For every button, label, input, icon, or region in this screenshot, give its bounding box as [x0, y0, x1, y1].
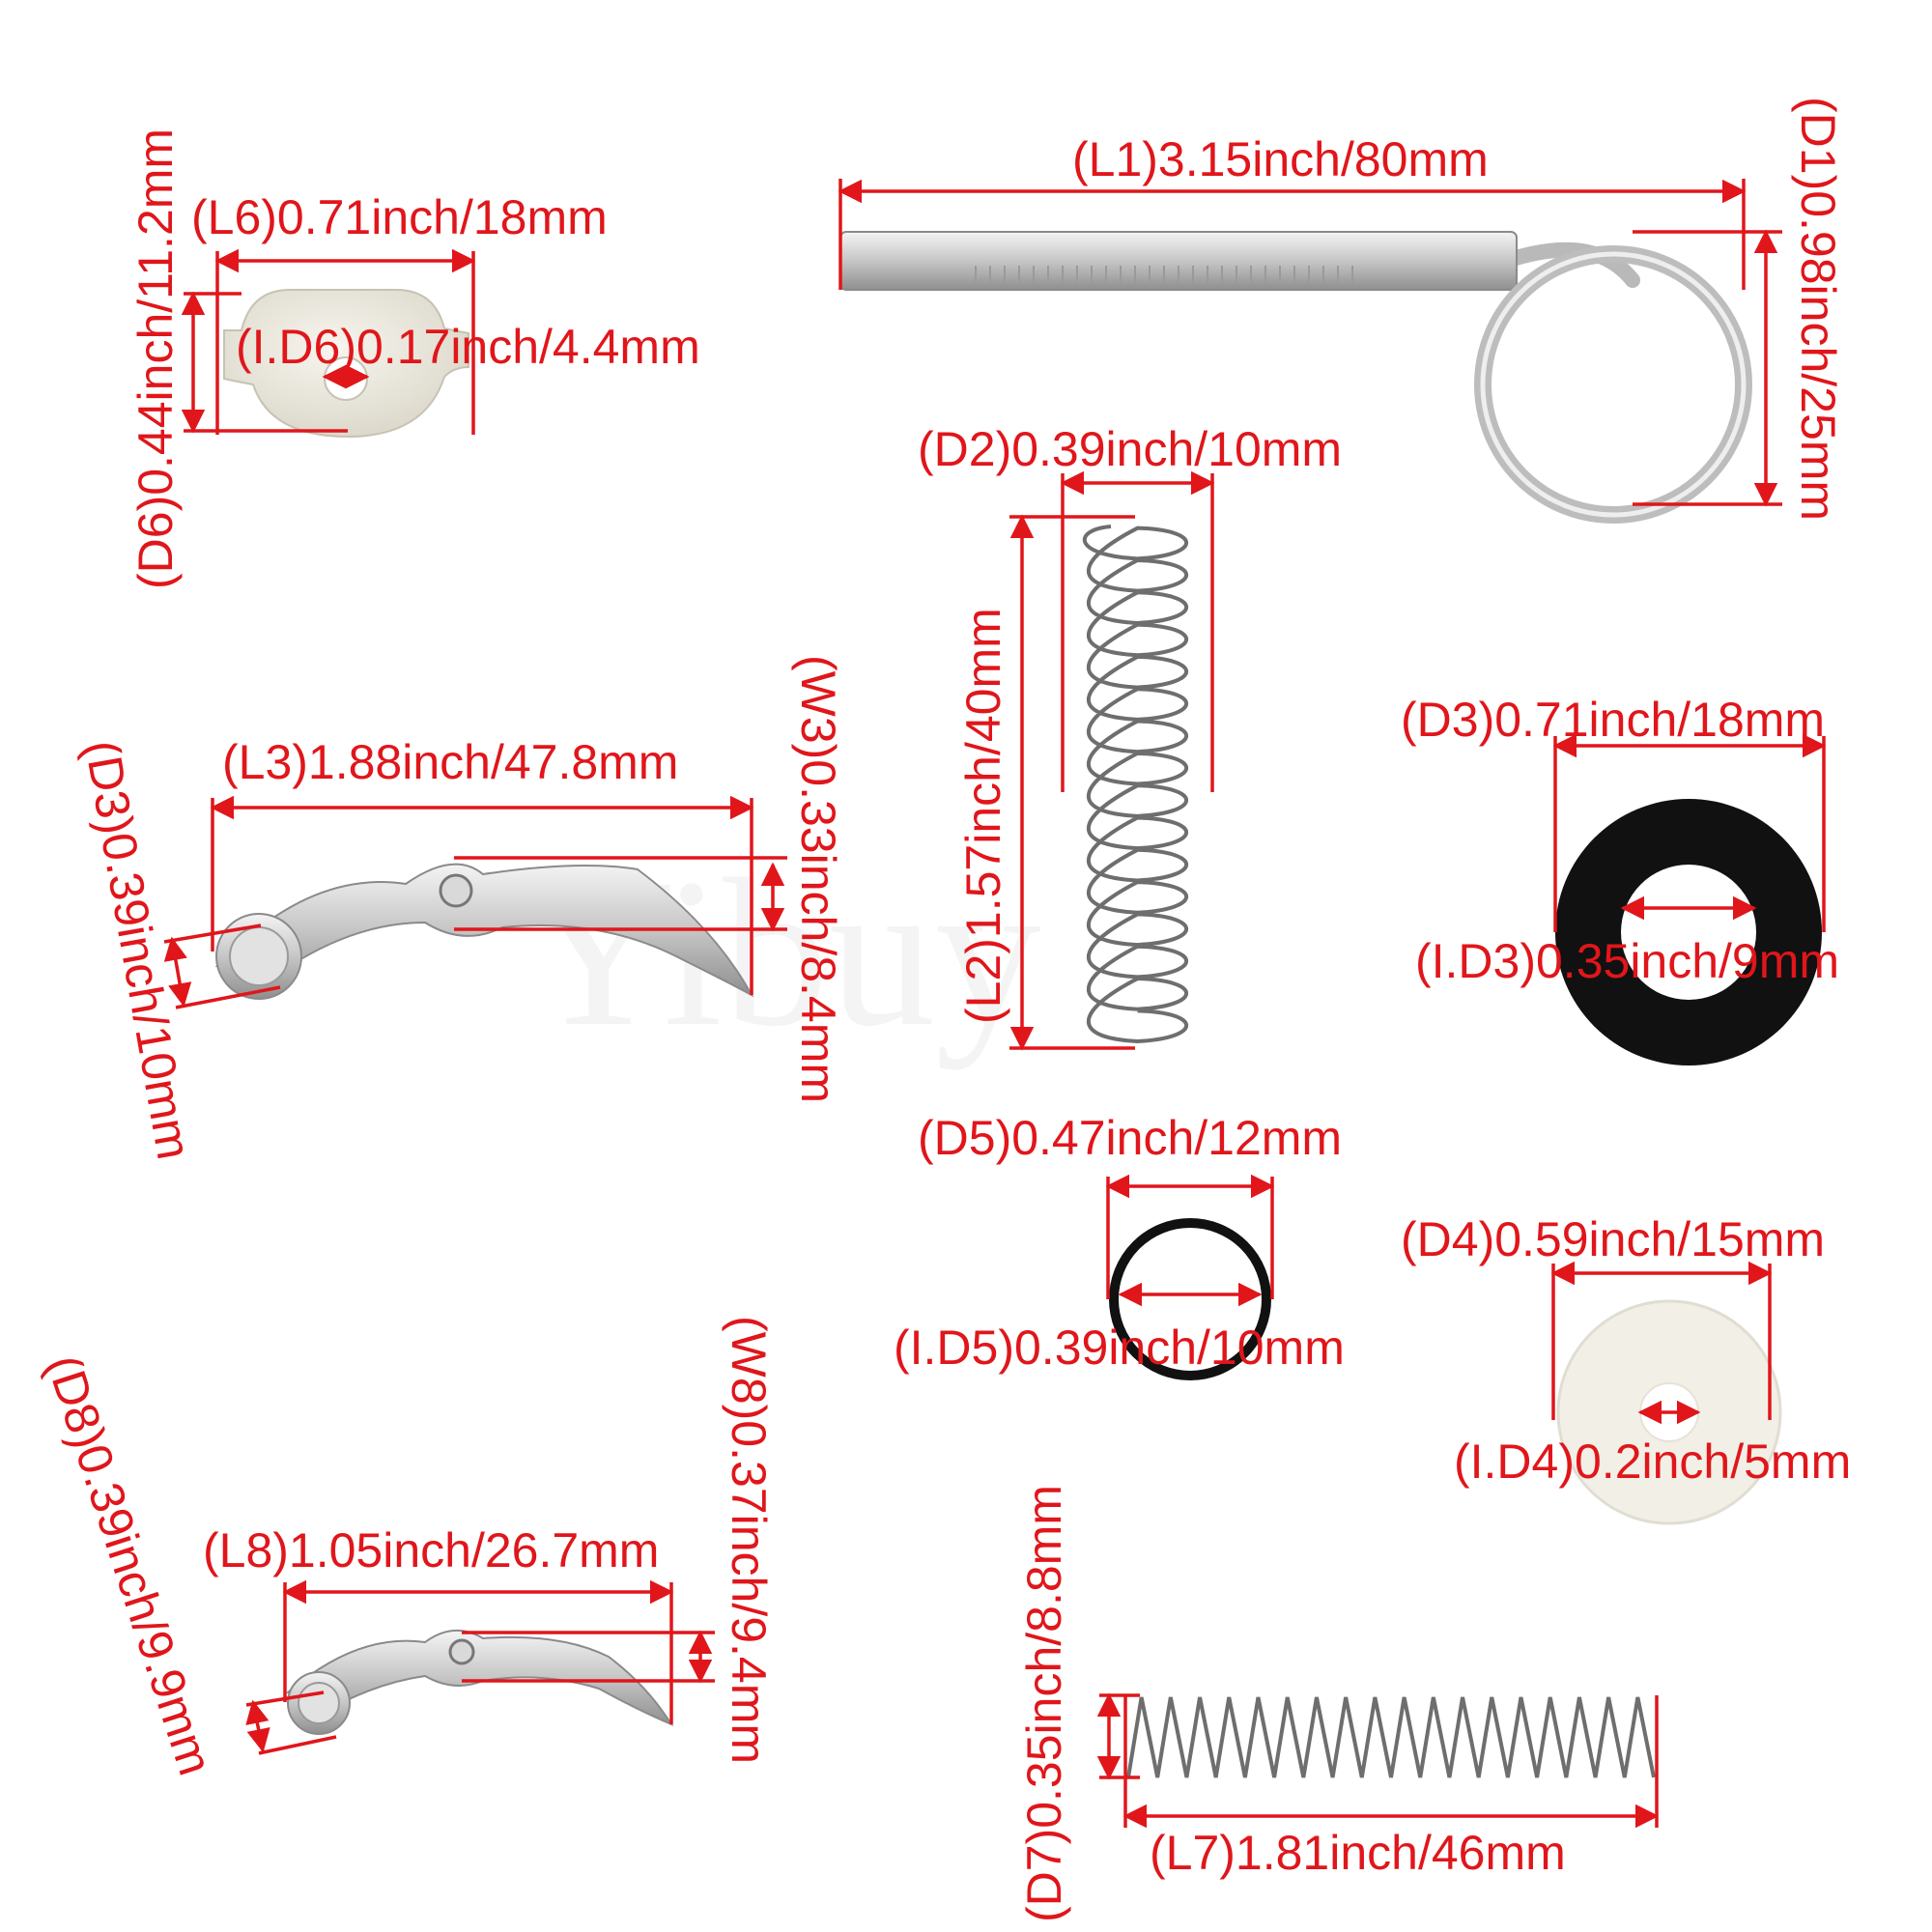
d5-label: (D5)0.47inch/12mm [918, 1111, 1342, 1165]
rod-with-loop: (L1)3.15inch/80mm (D1)0.98inch/25mm [838, 97, 1845, 524]
l2-label: (L2)1.57inch/40mm [956, 608, 1010, 1024]
w8-label: (W8)0.37inch/9.4mm [722, 1316, 776, 1764]
d8-label: (D8)0.39inch/9.9mm [37, 1349, 223, 1781]
nylon-guide: (L6)0.71inch/18mm (I.D6)0.17inch/4.4mm (… [128, 128, 700, 589]
d3-label: (D3)0.71inch/18mm [1401, 693, 1825, 747]
d4-label: (D4)0.59inch/15mm [1401, 1212, 1825, 1266]
d1-label: (D1)0.98inch/25mm [1791, 97, 1845, 521]
black-felt-washer: (D3)0.71inch/18mm (I.D3)0.35inch/9mm [1401, 693, 1839, 1065]
white-felt-washer: (D4)0.59inch/15mm (I.D4)0.2inch/5mm [1401, 1212, 1851, 1525]
w3-label: (W3)0.33inch/8.4mm [791, 655, 845, 1103]
l7-label: (L7)1.81inch/46mm [1150, 1826, 1566, 1880]
horizontal-spring: (D7)0.35inch/8.8mm (L7)1.81inch/46mm [1017, 1485, 1660, 1922]
d2-label: (D2)0.39inch/10mm [918, 422, 1342, 476]
l3-label: (L3)1.88inch/47.8mm [222, 735, 678, 789]
vertical-spring: (D2)0.39inch/10mm (L2)1.57inch/40mm [918, 422, 1342, 1051]
d3-lever-dimension-line [163, 936, 192, 1008]
id4-label: (I.D4)0.2inch/5mm [1454, 1435, 1851, 1489]
lever-small-hole [448, 1638, 475, 1665]
d7-label: (D7)0.35inch/8.8mm [1017, 1485, 1071, 1922]
id6-label: (I.D6)0.17inch/4.4mm [236, 320, 700, 374]
l6-label: (L6)0.71inch/18mm [191, 190, 608, 244]
black-o-ring: (D5)0.47inch/12mm (I.D5)0.39inch/10mm [894, 1111, 1345, 1380]
black-o-ring-body [1109, 1218, 1271, 1380]
l1-label: (L1)3.15inch/80mm [1072, 132, 1489, 186]
rod-knurl [975, 266, 1353, 285]
id3-label: (I.D3)0.35inch/9mm [1415, 934, 1839, 988]
d3-lever-label: (D3)0.39inch/10mm [74, 736, 201, 1163]
lever-large-hole [439, 873, 473, 908]
l8-label: (L8)1.05inch/26.7mm [203, 1523, 659, 1577]
d6-label: (D6)0.44inch/11.2mm [128, 128, 183, 589]
d8-dimension-line [245, 1699, 270, 1753]
id5-label: (I.D5)0.39inch/10mm [894, 1321, 1345, 1375]
lever-small: (L8)1.05inch/26.7mm (W8)0.37inch/9.4mm (… [37, 1316, 776, 1781]
